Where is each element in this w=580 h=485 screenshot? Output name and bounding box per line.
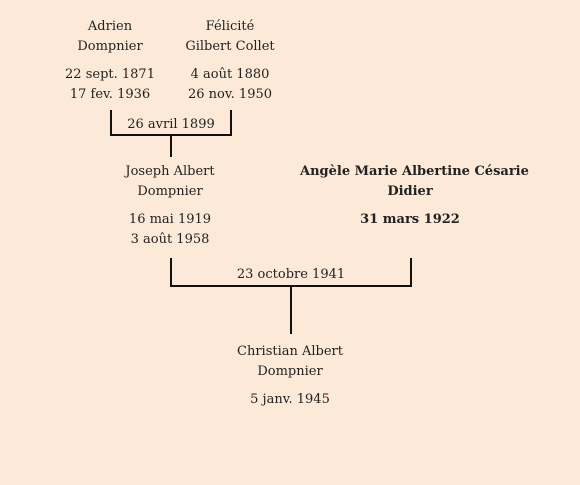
- marriage-date-1941: 23 octobre 1941: [236, 267, 346, 282]
- person-adrien[interactable]: Adrien Dompnier 22 sept. 1871 17 fev. 19…: [55, 17, 165, 105]
- person-christian[interactable]: Christian Albert Dompnier 5 janv. 1945: [220, 342, 360, 410]
- person-first-name: Adrien: [87, 19, 133, 34]
- person-birth-date: 31 mars 1922: [360, 212, 460, 227]
- person-first-name: Joseph Albert: [125, 164, 215, 179]
- person-birth-date: 16 mai 1919: [128, 212, 212, 227]
- connector-adrien-down: [110, 110, 112, 136]
- person-last-name: Dompnier: [77, 39, 143, 54]
- connector-to-christian: [290, 287, 292, 334]
- person-first-name: Christian Albert: [237, 344, 343, 359]
- person-first-name: Félicité: [205, 19, 255, 34]
- connector-to-joseph: [170, 136, 172, 157]
- person-joseph[interactable]: Joseph Albert Dompnier 16 mai 1919 3 aoû…: [105, 162, 235, 250]
- person-last-name: Didier: [387, 184, 433, 199]
- person-death-date: 26 nov. 1950: [187, 87, 273, 102]
- person-felicite[interactable]: Félicité Gilbert Collet 4 août 1880 26 n…: [175, 17, 285, 105]
- connector-angele-down: [410, 258, 412, 287]
- person-last-name: Dompnier: [257, 364, 323, 379]
- connector-felicite-down: [230, 110, 232, 136]
- person-death-date: 17 fev. 1936: [69, 87, 151, 102]
- person-death-date: 3 août 1958: [130, 232, 210, 247]
- person-last-name: Gilbert Collet: [185, 39, 275, 54]
- person-last-name: Dompnier: [137, 184, 203, 199]
- marriage-date-1899: 26 avril 1899: [127, 117, 215, 132]
- person-birth-date: 5 janv. 1945: [250, 392, 330, 407]
- marriage-line-1899: [110, 134, 232, 136]
- person-birth-date: 4 août 1880: [190, 67, 270, 82]
- person-birth-date: 22 sept. 1871: [65, 67, 155, 82]
- person-angele[interactable]: Angèle Marie Albertine Césarie Didier 31…: [300, 162, 529, 230]
- person-first-name: Angèle Marie Albertine Césarie: [300, 164, 529, 179]
- connector-joseph-down: [170, 258, 172, 287]
- marriage-line-1941: [170, 285, 412, 287]
